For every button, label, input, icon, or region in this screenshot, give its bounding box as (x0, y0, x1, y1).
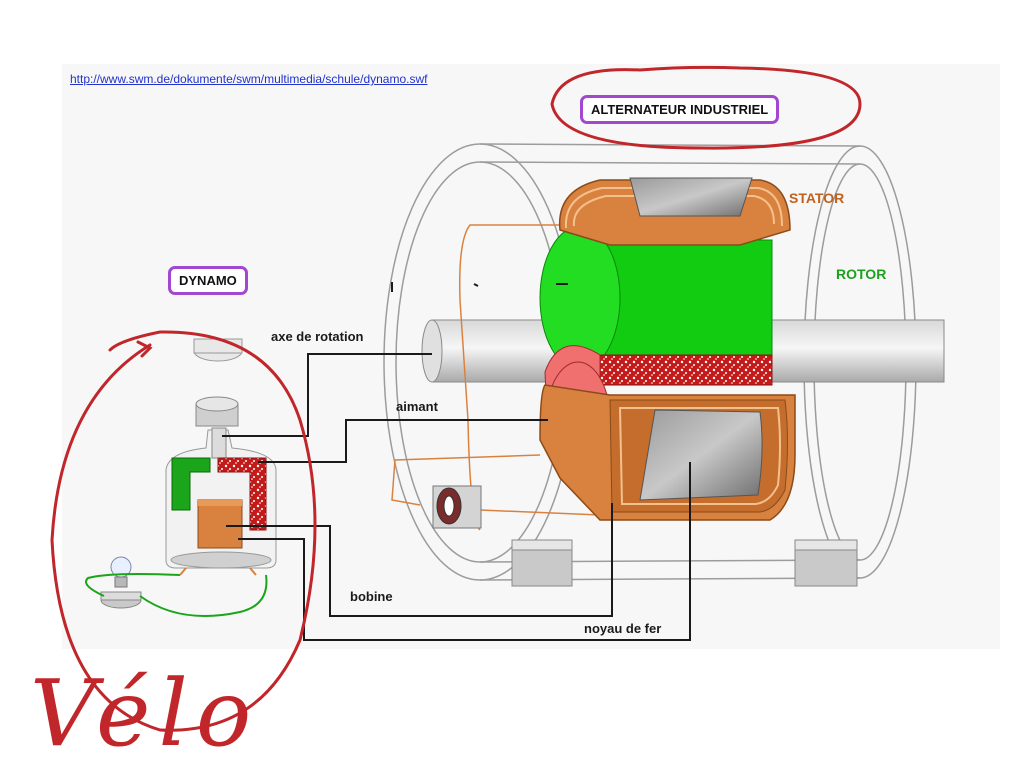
dynamo (165, 338, 277, 569)
alternator-title-box: ALTERNATEUR INDUSTRIEL (580, 95, 780, 124)
magnet-label: aimant (396, 399, 438, 414)
annotation-oval-dynamo (50, 330, 317, 732)
handwritten-note: Vélo (30, 660, 260, 767)
rotor-label: ROTOR (836, 266, 887, 282)
iron-core-label: noyau de fer (584, 621, 662, 636)
annotation-oval-title (550, 65, 862, 150)
annotation-arrowhead (136, 340, 153, 358)
alternator-feet (511, 539, 858, 587)
stator-upper-coil (558, 177, 791, 246)
axis-label: axe de rotation (271, 329, 364, 344)
red-annotations (50, 65, 862, 732)
brush-holder (432, 485, 482, 529)
coil-label: bobine (350, 589, 393, 604)
dynamo-title-box: DYNAMO (168, 266, 248, 295)
stator-lower-coil (539, 384, 796, 521)
leader-lines (222, 282, 691, 641)
source-url-link[interactable]: http://www.swm.de/dokumente/swm/multimed… (70, 72, 428, 86)
leader-aimant (258, 419, 548, 463)
leader-noyau (238, 462, 691, 641)
leader-bobine (226, 503, 613, 617)
tick-2 (473, 283, 479, 287)
leader-axe (222, 353, 432, 437)
stator-label: STATOR (789, 190, 845, 206)
light-bulb (85, 556, 268, 617)
